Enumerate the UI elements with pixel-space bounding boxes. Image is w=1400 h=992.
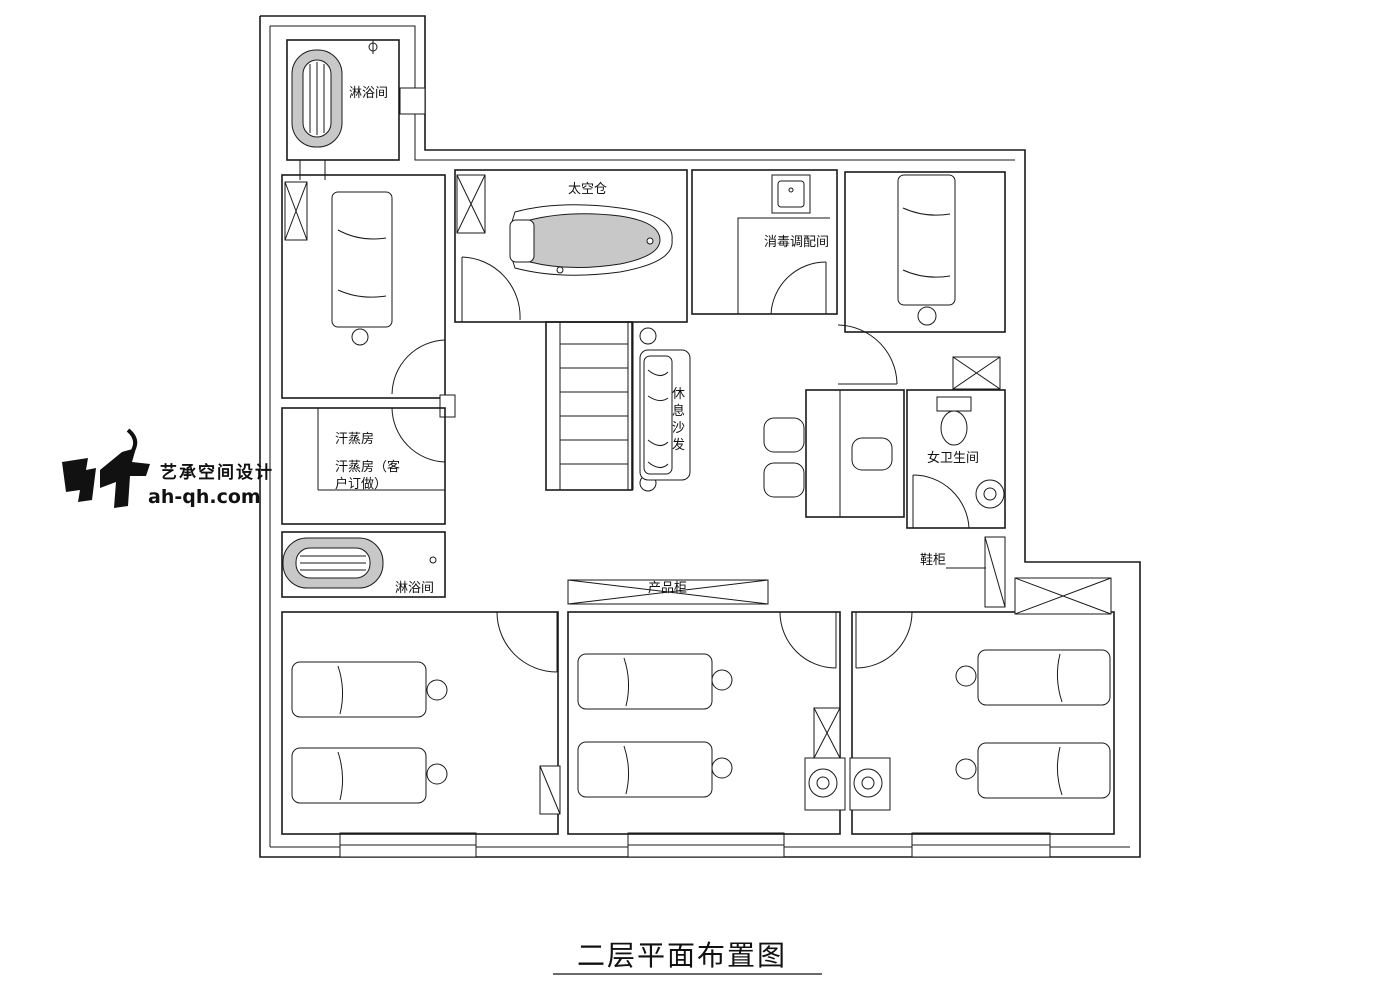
bottom-right-room [849,577,1115,835]
company-logo: 艺承空间设计 ah-qh.com [62,428,274,508]
space-capsule-room [454,169,688,323]
staircase [545,321,657,492]
bottom-middle-room [567,611,846,835]
rest-sofa-char: 息 [672,403,685,419]
label-female-wc: 女卫生间 [927,450,979,466]
reception-bar [763,389,905,518]
rest-sofa [639,349,691,481]
sauna-room [281,407,446,525]
logo-brush-stroke [126,428,138,454]
label-shower-top: 淋浴间 [349,86,388,101]
logo-brush-mark [100,448,150,508]
logo-url: ah-qh.com [148,486,261,508]
label-sauna-note-line2: 户订做） [335,476,387,492]
drawing-title: 二层平面布置图 [577,939,787,972]
bottom-left-room [281,611,561,835]
disinfection-room [691,169,838,315]
label-sauna-note-line1: 汗蒸房（客 [335,459,400,475]
label-disinfection-room: 消毒调配间 [764,235,829,250]
label-sauna: 汗蒸房 [335,431,374,447]
label-shoe-cabinet: 鞋柜 [920,552,946,568]
outer-walls [259,15,1141,858]
product-cabinet [567,579,769,605]
rest-sofa-char: 发 [672,437,685,453]
label-rest-sofa: 休 息 沙 发 [672,387,685,453]
label-product-cabinet: 产品柜 [648,581,687,596]
rest-sofa-char: 沙 [672,421,685,436]
label-space-capsule: 太空仓 [568,182,607,197]
label-shower-bottom: 淋浴间 [395,581,434,596]
left-upper-room [281,174,456,418]
shower-room-top [286,39,400,180]
right-upper-room [837,171,1006,390]
logo-name: 艺承空间设计 [160,462,274,483]
female-wc-room [906,389,1006,608]
logo-brush-mark [62,458,96,502]
shower-room-bottom [281,531,446,598]
rest-sofa-char: 休 [672,387,685,402]
